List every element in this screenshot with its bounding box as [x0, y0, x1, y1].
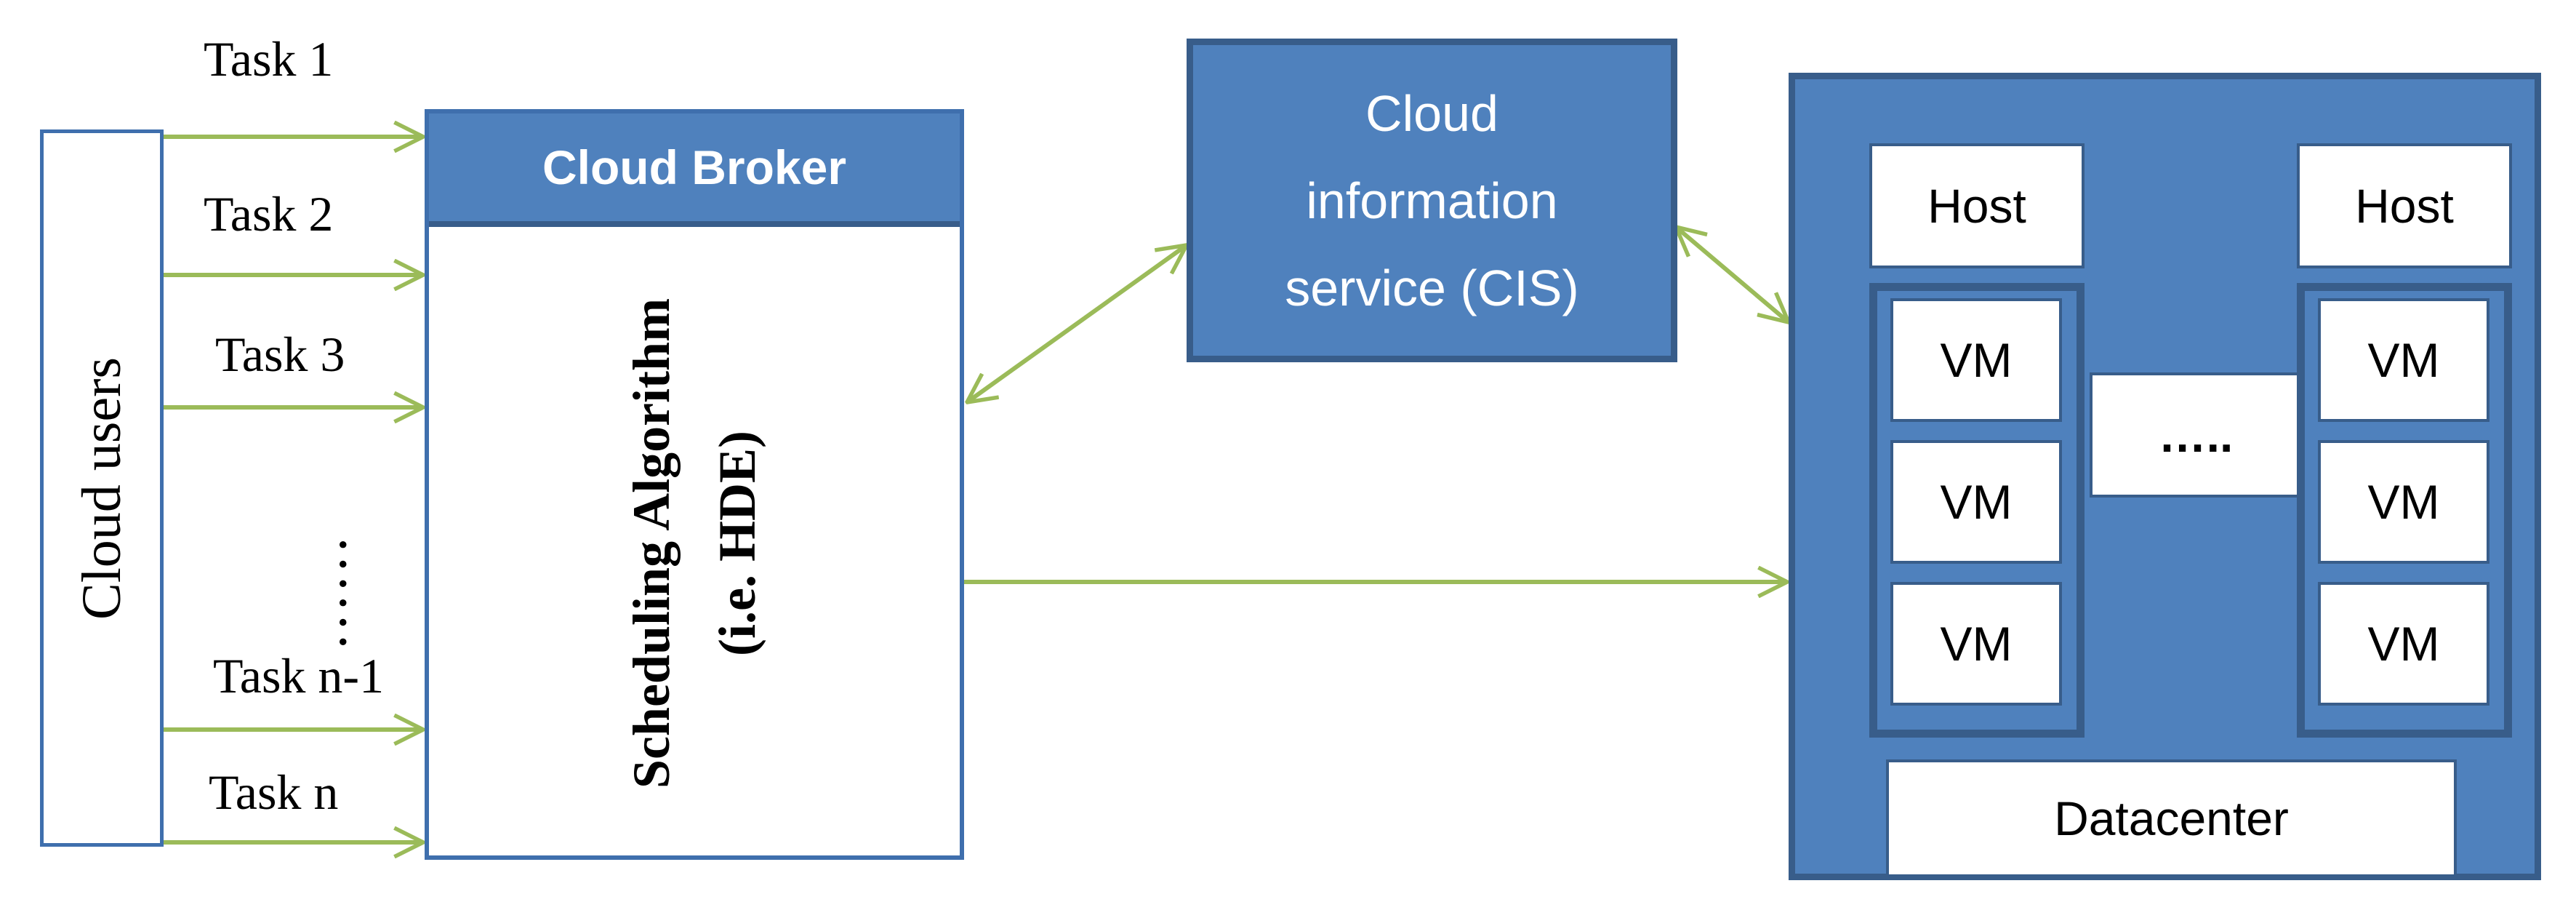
task-ellipsis: ……	[294, 535, 359, 652]
vm-left-2: VM	[1890, 440, 2062, 564]
vm-left-3: VM	[1890, 582, 2062, 706]
host-left: Host	[1869, 143, 2085, 268]
cloud-users-label: Cloud users	[71, 356, 132, 620]
scheduling-algorithm-note: (i.e. HDE)	[708, 431, 766, 656]
cloud-users-box: Cloud users	[40, 129, 164, 847]
cis-box: Cloud information service (CIS)	[1187, 39, 1677, 362]
vm-left-1: VM	[1890, 298, 2062, 422]
task-label-3: Task 3	[215, 327, 345, 382]
cis-label-line1: Cloud	[1365, 84, 1498, 142]
task-label-n: Task n	[209, 765, 339, 820]
vm-group-right: VM VM VM	[2297, 283, 2512, 738]
vm-group-left: VM VM VM	[1869, 283, 2085, 738]
scheduling-algorithm-label: Scheduling Algorithm	[622, 298, 681, 789]
scheduling-algorithm-area: Scheduling Algorithm (i.e. HDE)	[429, 227, 960, 860]
host-right: Host	[2297, 143, 2512, 268]
vm-right-1: VM	[2318, 298, 2489, 422]
task-label-2: Task 2	[204, 186, 334, 242]
task-label-n-1: Task n-1	[213, 648, 385, 703]
cis-label-line3: service (CIS)	[1285, 259, 1579, 316]
cis-datacenter-arrow	[1676, 227, 1789, 322]
cloud-broker-title: Cloud Broker	[429, 113, 960, 227]
cis-label-line2: information	[1306, 172, 1558, 229]
task-label-1: Task 1	[204, 31, 334, 87]
cloud-broker-box: Cloud Broker Scheduling Algorithm (i.e. …	[425, 109, 964, 860]
broker-cis-arrow	[967, 245, 1187, 402]
hosts-ellipsis: …..	[2090, 372, 2302, 498]
vm-right-3: VM	[2318, 582, 2489, 706]
datacenter-label: Datacenter	[1886, 759, 2457, 877]
vm-right-2: VM	[2318, 440, 2489, 564]
datacenter-box: Host VM VM VM ….. Host VM VM VM Datacent…	[1789, 73, 2541, 880]
